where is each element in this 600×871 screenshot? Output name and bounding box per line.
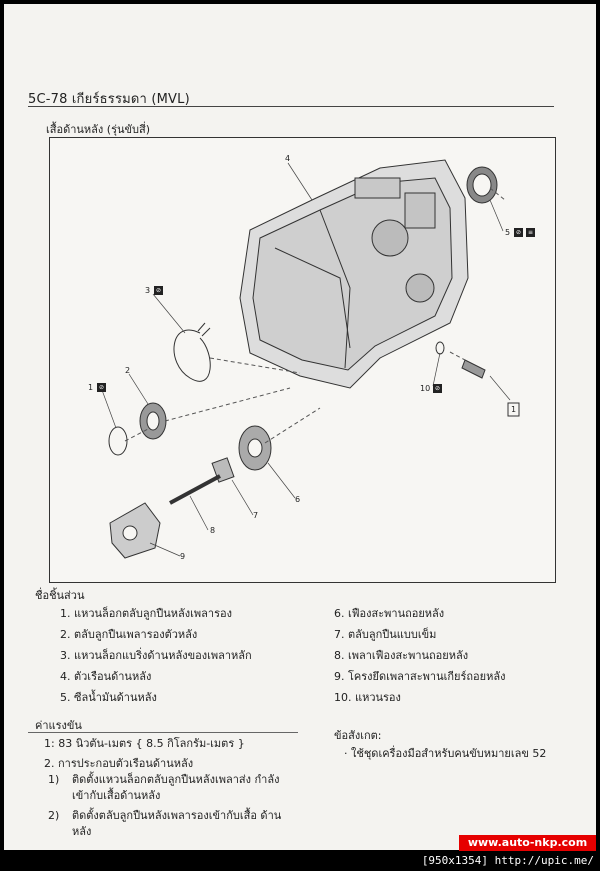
replace-symbol-icon: ⊘ — [154, 286, 163, 295]
website-banner[interactable]: www.auto-nkp.com — [459, 835, 596, 851]
part-item: 9. โครงยึดเพลาสะพานเกียร์ถอยหลัง — [334, 670, 506, 683]
torque-title: ค่าแรงขัน — [35, 719, 82, 732]
bolt — [461, 359, 486, 379]
part-item: 7. ตลับลูกปืนแบบเข็ม — [334, 628, 437, 641]
diagram-drawing — [101, 159, 520, 559]
image-footer: [950x1354] http://upic.me/ — [421, 854, 594, 867]
callout-7: 7 — [253, 511, 259, 520]
callout-9: 9 — [180, 552, 186, 561]
assembly-step: 2. การประกอบตัวเรือนด้านหลัง — [44, 757, 194, 770]
reverse-idler-shaft — [169, 474, 221, 505]
page-header: 5C-78 เกียร์ธรรมดา (MVL) — [28, 92, 190, 107]
exploded-diagram: 4 5 ⊘ ≡ 3 ⊘ 1 ⊘ 2 6 7 8 9 10 ⊘ 1 — [49, 137, 556, 583]
replace-symbol-icon: ⊘ — [433, 384, 442, 393]
callout-5: 5 — [505, 228, 511, 237]
torque-reference-box — [507, 402, 520, 417]
part-item: 10. แหวนรอง — [334, 691, 401, 704]
washer — [435, 341, 445, 355]
part-item: 6. เฟืองสะพานถอยหลัง — [334, 607, 445, 620]
section-subtitle: เสื้อด้านหลัง (รุ่นขับสี่) — [46, 123, 151, 136]
part-item: 5. ซีลน้ำมันด้านหลัง — [60, 691, 157, 704]
part-item: 3. แหวนล็อกแบริ่งด้านหลังของเพลาหลัก — [60, 649, 252, 662]
seal-symbol-icon: ⊘ — [514, 228, 523, 237]
parts-title: ชื่อชิ้นส่วน — [35, 589, 85, 602]
grease-symbol-icon: ≡ — [526, 228, 535, 237]
callout-6: 6 — [295, 495, 301, 504]
callout-8: 8 — [210, 526, 216, 535]
part-item: 2. ตลับลูกปืนเพลารองตัวหลัง — [60, 628, 198, 641]
sub-step-text: ติดตั้งตลับลูกปืนหลังเพลารองเข้ากับเสื้อ… — [72, 809, 282, 838]
part-item: 8. เพลาเฟืองสะพานถอยหลัง — [334, 649, 469, 662]
part-item: 1. แหวนล็อกตลับลูกปืนหลังเพลารอง — [60, 607, 232, 620]
torque-rule — [28, 732, 298, 733]
header-rule — [28, 106, 554, 107]
torque-callout-1: 1 — [511, 405, 517, 414]
manual-page: 5C-78 เกียร์ธรรมดา (MVL) เสื้อด้านหลัง (… — [4, 4, 596, 851]
callout-1: 1 — [88, 383, 94, 392]
part-item: 4. ตัวเรือนด้านหลัง — [60, 670, 152, 683]
torque-value: 1: 83 นิวตัน-เมตร { 8.5 กิโลกรัม-เมตร } — [44, 737, 245, 750]
sub-step-text: ติดตั้งแหวนล็อกตลับลูกปืนหลังเพลาส่ง กำล… — [72, 773, 280, 802]
callout-2: 2 — [125, 366, 131, 375]
replace-symbol-icon: ⊘ — [97, 383, 106, 392]
snap-ring-1 — [108, 426, 128, 456]
callout-4: 4 — [285, 154, 291, 163]
note-item: · ใช้ชุดเครื่องมือสำหรับคนขับหมายเลข 52 — [344, 747, 547, 760]
sub-step-number: 2) — [48, 809, 60, 822]
snap-ring-3 — [173, 329, 211, 382]
sub-step-number: 1) — [48, 773, 60, 786]
note-title: ข้อสังเกต: — [334, 729, 382, 742]
callout-3: 3 — [145, 286, 151, 295]
callout-10: 10 — [420, 384, 431, 393]
